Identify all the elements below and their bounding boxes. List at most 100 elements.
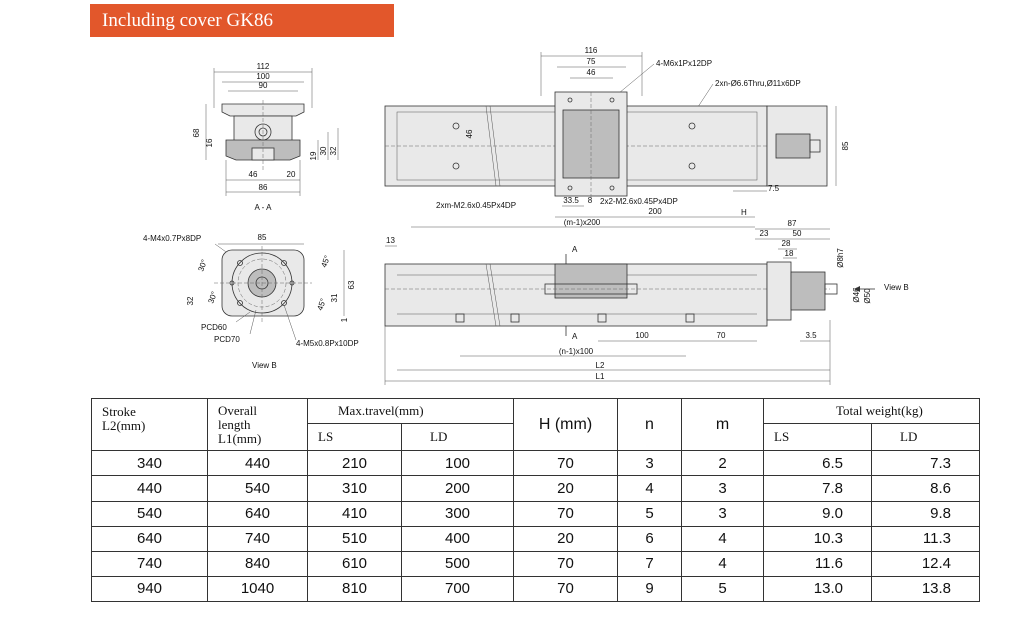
cell-travel-ld: 700 — [401, 575, 514, 603]
side-dim-13: 13 — [386, 236, 395, 245]
header-travel-ld: LD — [401, 423, 514, 452]
cell-m: 4 — [681, 550, 764, 577]
side-motor-dim-18: 18 — [785, 249, 794, 258]
aa-dim-46: 46 — [249, 170, 258, 179]
cell-weight-ld: 13.8 — [870, 575, 981, 603]
cell-stroke: 740 — [91, 550, 208, 577]
cell-overall-length: 740 — [207, 525, 308, 552]
top-view: 116 75 46 4-M6x1Px12DP 2xn-Ø6.6Thru,Ø11x… — [384, 46, 850, 228]
cell-m: 2 — [681, 450, 764, 477]
cell-weight-ls: 11.6 — [763, 550, 872, 577]
aa-dim-30: 30 — [319, 146, 328, 155]
cell-stroke: 940 — [91, 575, 208, 603]
top-note-2x2: 2x2-M2.6x0.45Px4DP — [600, 197, 678, 206]
title-banner: Including cover GK86 — [90, 4, 394, 37]
cell-travel-ls: 410 — [307, 500, 402, 527]
cell-weight-ld: 12.4 — [870, 550, 981, 577]
cell-stroke: 640 — [91, 525, 208, 552]
aa-section-label: A - A — [255, 203, 273, 212]
aa-dim-19: 19 — [309, 151, 318, 160]
cell-stroke: 440 — [91, 475, 208, 502]
cell-travel-ls: 510 — [307, 525, 402, 552]
side-motor-dim-87: 87 — [788, 219, 797, 228]
header-overall-line2: length — [218, 416, 251, 432]
cell-m: 3 — [681, 500, 764, 527]
viewb-hole-note-bottom: 4-M5x0.8Px10DP — [296, 339, 359, 348]
cell-travel-ls: 610 — [307, 550, 402, 577]
side-motor-dim-23: 23 — [760, 229, 769, 238]
cell-h: 70 — [513, 450, 618, 477]
side-motor-dim-50: 50 — [793, 229, 802, 238]
cell-n: 6 — [617, 525, 682, 552]
cell-overall-length: 540 — [207, 475, 308, 502]
cell-m: 3 — [681, 475, 764, 502]
cell-weight-ld: 11.3 — [870, 525, 981, 552]
header-overall-line1: Overall — [218, 402, 257, 418]
viewb-width-85: 85 — [258, 233, 267, 242]
cell-weight-ls: 7.8 — [763, 475, 872, 502]
section-aa-view: 112 100 90 68 16 19 30 32 46 20 86 A - A — [192, 62, 339, 212]
technical-drawing: 112 100 90 68 16 19 30 32 46 20 86 A - A — [143, 46, 909, 385]
cell-overall-length: 1040 — [207, 575, 308, 603]
cell-travel-ld: 100 — [401, 450, 514, 477]
side-pitch-n: (n-1)x100 — [559, 347, 594, 356]
aa-dim-16: 16 — [205, 138, 214, 147]
viewb-height-63: 63 — [347, 280, 356, 289]
cell-weight-ld: 7.3 — [870, 450, 981, 477]
top-label-h: H — [741, 208, 747, 217]
header-n: n — [617, 397, 682, 452]
viewb-angle-2: 45° — [319, 254, 332, 268]
viewb-angle-4: 45° — [315, 297, 328, 311]
side-motor-dim-28: 28 — [782, 239, 791, 248]
side-motor-dia-50: Ø50 — [863, 288, 872, 304]
side-view: 13 A A Ø8h7 Ø46 Ø50 87 23 50 28 18 — [384, 219, 909, 385]
aa-dim-32: 32 — [329, 146, 338, 155]
side-dim-3-5: 3.5 — [805, 331, 817, 340]
cell-overall-length: 640 — [207, 500, 308, 527]
viewb-height-1: 1 — [340, 317, 349, 322]
cell-travel-ld: 500 — [401, 550, 514, 577]
top-dim-33-5: 33.5 — [563, 196, 579, 205]
viewb-height-32: 32 — [186, 296, 195, 305]
cell-h: 70 — [513, 500, 618, 527]
viewb-angle-3: 30° — [206, 290, 219, 304]
cell-n: 5 — [617, 500, 682, 527]
top-dim-75: 75 — [587, 57, 596, 66]
side-motor-dia-46: Ø46 — [852, 287, 861, 303]
table-header-row-1: Stroke L2(mm) Overall length L1(mm) Max.… — [91, 397, 981, 452]
cell-n: 4 — [617, 475, 682, 502]
cell-weight-ls: 9.0 — [763, 500, 872, 527]
side-motor-dia-8: Ø8h7 — [836, 248, 845, 268]
header-total-weight: Total weight(kg) — [762, 397, 981, 425]
cell-n: 3 — [617, 450, 682, 477]
viewb-pcd60: PCD60 — [201, 323, 227, 332]
cell-travel-ld: 200 — [401, 475, 514, 502]
table-header-row-2: LS LD LS LD — [92, 423, 981, 452]
header-stroke-line2: L2(mm) — [102, 418, 146, 433]
side-section-a-top: A — [572, 245, 578, 254]
side-section-a-bottom: A — [572, 332, 578, 341]
side-l1: L1 — [596, 372, 605, 381]
cell-travel-ls: 310 — [307, 475, 402, 502]
aa-dim-100: 100 — [256, 72, 270, 81]
side-view-b-arrow: View B — [884, 283, 909, 292]
top-dim-7-5: 7.5 — [768, 184, 780, 193]
top-pitch-m: (m-1)x200 — [564, 218, 601, 227]
cell-travel-ld: 300 — [401, 500, 514, 527]
cell-stroke: 340 — [91, 450, 208, 477]
cell-h: 70 — [513, 550, 618, 577]
viewb-label: View B — [252, 361, 277, 370]
header-overall-line3: L1(mm) — [218, 430, 262, 446]
view-b-flange: 4-M4x0.7Px8DP 85 30° 45° 30° 45° 63 31 3… — [143, 233, 359, 370]
cell-m: 4 — [681, 525, 764, 552]
header-travel-ls: LS — [307, 423, 402, 452]
top-height-46: 46 — [465, 129, 474, 138]
cell-h: 20 — [513, 525, 618, 552]
cell-weight-ld: 8.6 — [870, 475, 981, 502]
